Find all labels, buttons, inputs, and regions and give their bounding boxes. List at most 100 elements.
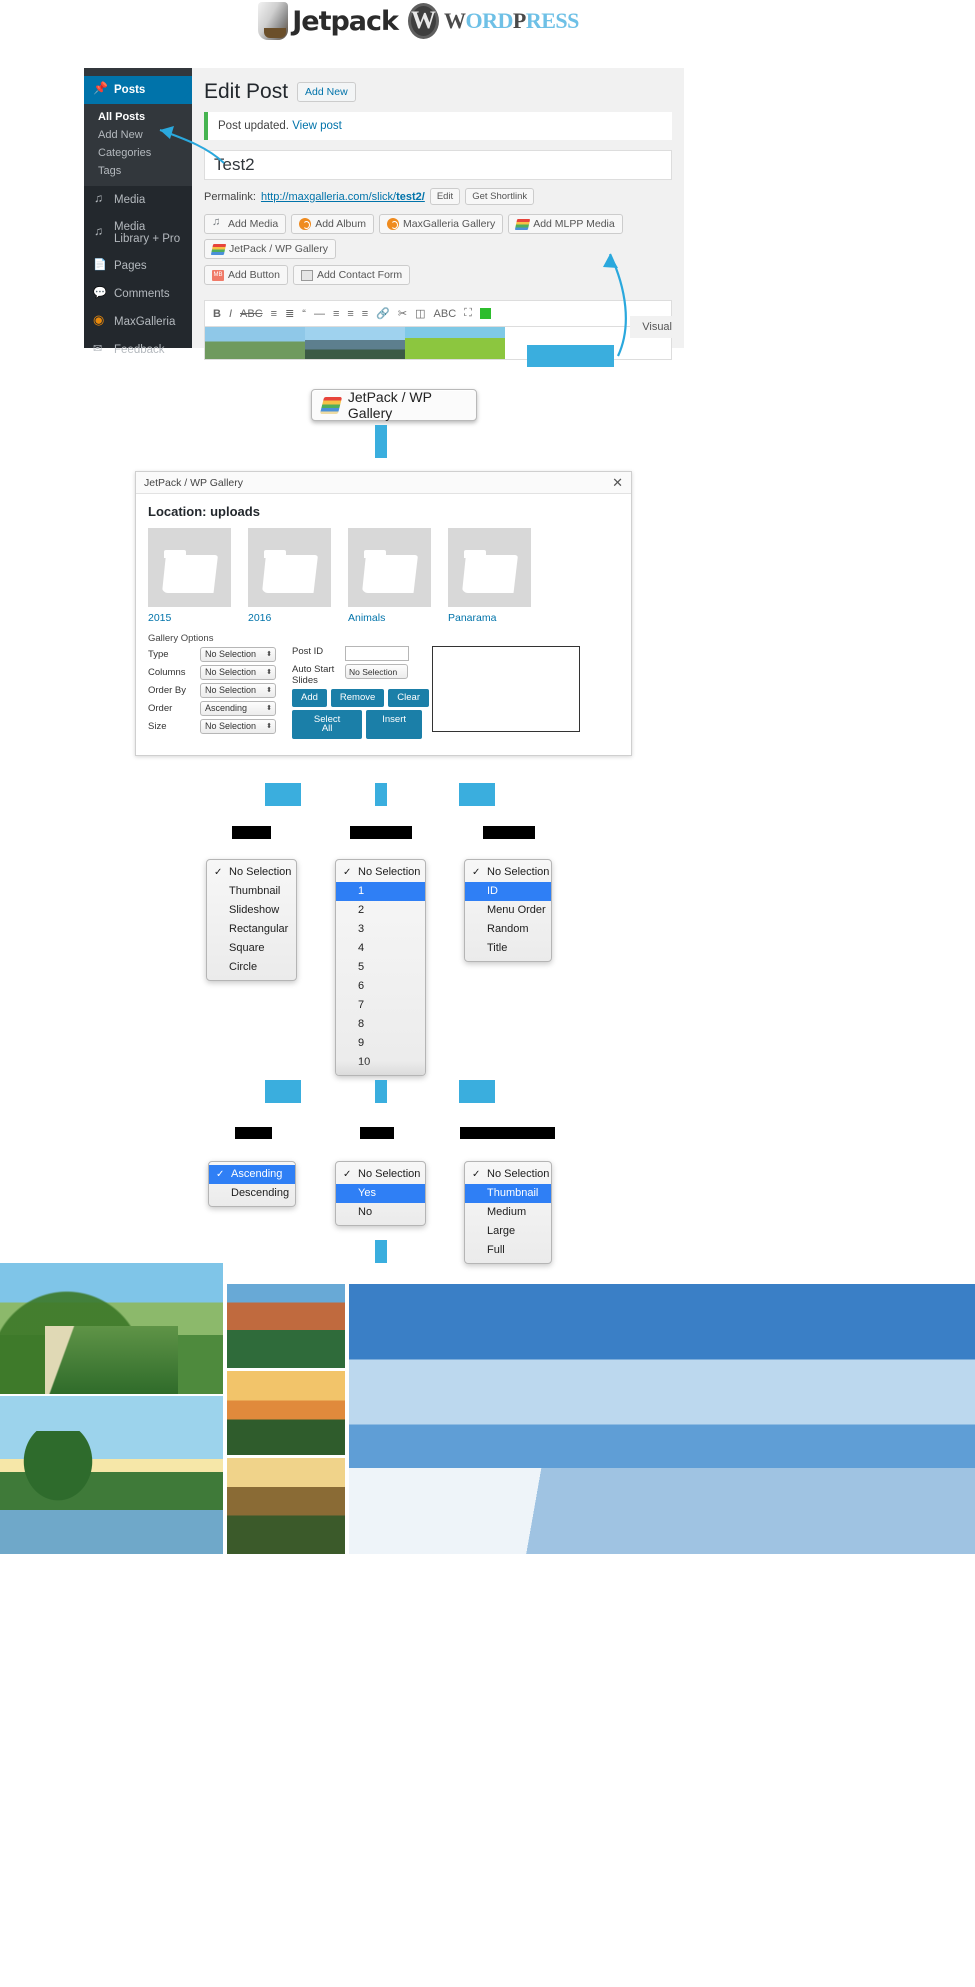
gallery-photo[interactable] xyxy=(349,1284,975,1554)
blockquote-icon[interactable]: “ xyxy=(302,307,306,320)
dropdown-item[interactable]: Ascending xyxy=(209,1165,295,1184)
order-dropdown[interactable]: Ascending Descending xyxy=(208,1161,296,1207)
sidebar-item-comments[interactable]: Comments xyxy=(84,280,192,308)
folder-item[interactable]: 2016 xyxy=(248,528,331,624)
type-select[interactable]: No Selection xyxy=(200,646,276,662)
dropdown-item[interactable]: 6 xyxy=(358,980,365,992)
dropdown-item[interactable]: No Selection xyxy=(336,863,425,882)
gallery-photo[interactable] xyxy=(0,1396,223,1554)
dropdown-item[interactable]: ID xyxy=(465,882,551,901)
dropdown-item[interactable]: Thumbnail xyxy=(229,885,281,897)
jetpack-wp-gallery-button-zoomed[interactable]: JetPack / WP Gallery xyxy=(311,389,477,421)
sidebar-item-posts[interactable]: Posts xyxy=(84,76,192,104)
add-media-button[interactable]: Add Media xyxy=(204,214,287,234)
dropdown-item[interactable]: No xyxy=(358,1206,373,1218)
dropdown-item[interactable]: Circle xyxy=(229,961,258,973)
permalink-url[interactable]: http://maxgalleria.com/slick/test2/ xyxy=(260,190,425,203)
autostart-dropdown[interactable]: No Selection Yes No xyxy=(335,1161,426,1226)
more-tag-icon[interactable]: ◫ xyxy=(415,308,426,320)
dropdown-item[interactable]: 8 xyxy=(358,1018,365,1030)
type-dropdown[interactable]: No Selection Thumbnail Slideshow Rectang… xyxy=(206,859,297,981)
add-contact-form-button[interactable]: Add Contact Form xyxy=(292,265,411,285)
align-left-icon[interactable]: ≡ xyxy=(332,307,340,320)
insert-button[interactable]: Insert xyxy=(366,709,422,739)
remove-button[interactable]: Remove xyxy=(330,689,385,707)
sidebar-item-media[interactable]: Media xyxy=(84,186,192,214)
fullscreen-icon[interactable]: ⛶ xyxy=(464,307,472,319)
dropdown-item[interactable]: Yes xyxy=(336,1184,425,1203)
dropdown-item[interactable]: Rectangular xyxy=(229,923,289,935)
orderby-dropdown[interactable]: No Selection ID Menu Order Random Title xyxy=(464,859,552,962)
dropdown-item[interactable]: 1 xyxy=(336,882,425,901)
gallery-photo[interactable] xyxy=(0,1263,223,1394)
orderby-select[interactable]: No Selection xyxy=(200,682,276,698)
dropdown-item[interactable]: 9 xyxy=(358,1037,365,1049)
dropdown-item[interactable]: 7 xyxy=(358,999,365,1011)
folder-name[interactable]: Panarama xyxy=(448,612,497,624)
add-new-button[interactable]: Add New xyxy=(297,82,356,102)
dropdown-item[interactable]: Thumbnail xyxy=(465,1184,551,1203)
sidebar-item-feedback[interactable]: Feedback xyxy=(84,336,192,364)
order-select[interactable]: Ascending xyxy=(200,700,276,716)
sidebar-item-tags[interactable]: Tags xyxy=(98,165,122,177)
dropdown-item[interactable]: Large xyxy=(487,1225,516,1237)
dropdown-item[interactable]: Menu Order xyxy=(487,904,546,916)
post-editor[interactable]: B I ABC ≡ ≣ “ — ≡ ≡ ≡ 🔗 ✂ ◫ ABC ⛶ xyxy=(204,300,672,360)
dropdown-item[interactable]: Medium xyxy=(487,1206,527,1218)
autostart-select[interactable]: No Selection xyxy=(345,664,408,679)
sidebar-item-add-new[interactable]: Add New xyxy=(98,129,143,141)
clear-button[interactable]: Clear xyxy=(388,689,429,707)
folder-item[interactable]: Panarama xyxy=(448,528,531,624)
horizontal-rule-icon[interactable]: — xyxy=(313,307,325,320)
view-post-link[interactable]: View post xyxy=(292,120,342,132)
permalink-edit-button[interactable]: Edit xyxy=(429,188,461,205)
kitchen-sink-icon[interactable] xyxy=(479,308,491,319)
strikethrough-icon[interactable]: ABC xyxy=(240,307,263,320)
dropdown-item[interactable]: Descending xyxy=(231,1187,290,1199)
dropdown-item[interactable]: Title xyxy=(487,942,508,954)
gallery-photo[interactable] xyxy=(227,1371,345,1455)
columns-dropdown[interactable]: No Selection 1 2 3 4 5 6 7 8 9 10 xyxy=(335,859,426,1076)
numbered-list-icon[interactable]: ≣ xyxy=(285,308,295,320)
align-center-icon[interactable]: ≡ xyxy=(347,307,354,320)
columns-select[interactable]: No Selection xyxy=(200,664,276,680)
folder-name[interactable]: 2015 xyxy=(148,612,172,624)
folder-name[interactable]: 2016 xyxy=(248,612,272,624)
size-select[interactable]: No Selection xyxy=(200,718,276,734)
sidebar-item-maxgalleria[interactable]: MaxGalleria xyxy=(84,308,192,336)
dropdown-item[interactable]: 2 xyxy=(358,904,365,916)
dropdown-item[interactable]: Slideshow xyxy=(229,904,280,916)
selection-preview-box[interactable] xyxy=(432,646,580,732)
add-button[interactable]: Add xyxy=(292,689,327,707)
dropdown-item[interactable]: No Selection xyxy=(336,1165,425,1184)
unlink-icon[interactable]: ✂ xyxy=(397,308,408,320)
sidebar-item-all-posts[interactable]: All Posts xyxy=(98,111,146,123)
gallery-photo[interactable] xyxy=(227,1458,345,1554)
add-button-button[interactable]: MB Add Button xyxy=(204,265,288,285)
post-id-input[interactable] xyxy=(345,646,409,661)
folder-item[interactable]: Animals xyxy=(348,528,431,624)
sidebar-item-categories[interactable]: Categories xyxy=(98,147,152,159)
sidebar-item-media-library-pro[interactable]: Media Library + Pro xyxy=(84,214,192,252)
link-icon[interactable]: 🔗 xyxy=(376,308,390,320)
dropdown-item[interactable]: 5 xyxy=(358,961,365,973)
dropdown-item[interactable]: Square xyxy=(229,942,265,954)
post-title-input[interactable]: Test2 xyxy=(204,150,672,180)
bullet-list-icon[interactable]: ≡ xyxy=(270,307,278,320)
add-album-button[interactable]: Add Album xyxy=(291,214,374,234)
dropdown-item[interactable]: Random xyxy=(487,923,529,935)
add-mlpp-media-button[interactable]: Add MLPP Media xyxy=(508,214,623,234)
dropdown-item[interactable]: 3 xyxy=(358,923,365,935)
italic-icon[interactable]: I xyxy=(228,307,233,320)
jetpack-wp-gallery-button[interactable]: JetPack / WP Gallery xyxy=(204,239,337,259)
dropdown-item[interactable]: 4 xyxy=(358,942,365,954)
align-right-icon[interactable]: ≡ xyxy=(361,307,369,320)
spellcheck-icon[interactable]: ABC xyxy=(433,307,457,320)
dropdown-item[interactable]: No Selection xyxy=(465,1165,551,1184)
folder-item[interactable]: 2015 xyxy=(148,528,231,624)
dropdown-item[interactable]: Full xyxy=(487,1244,505,1256)
maxgalleria-gallery-button[interactable]: MaxGalleria Gallery xyxy=(379,214,504,234)
dropdown-item[interactable]: No Selection xyxy=(207,863,296,882)
tab-visual[interactable]: Visual xyxy=(630,316,684,338)
get-shortlink-button[interactable]: Get Shortlink xyxy=(465,188,535,205)
